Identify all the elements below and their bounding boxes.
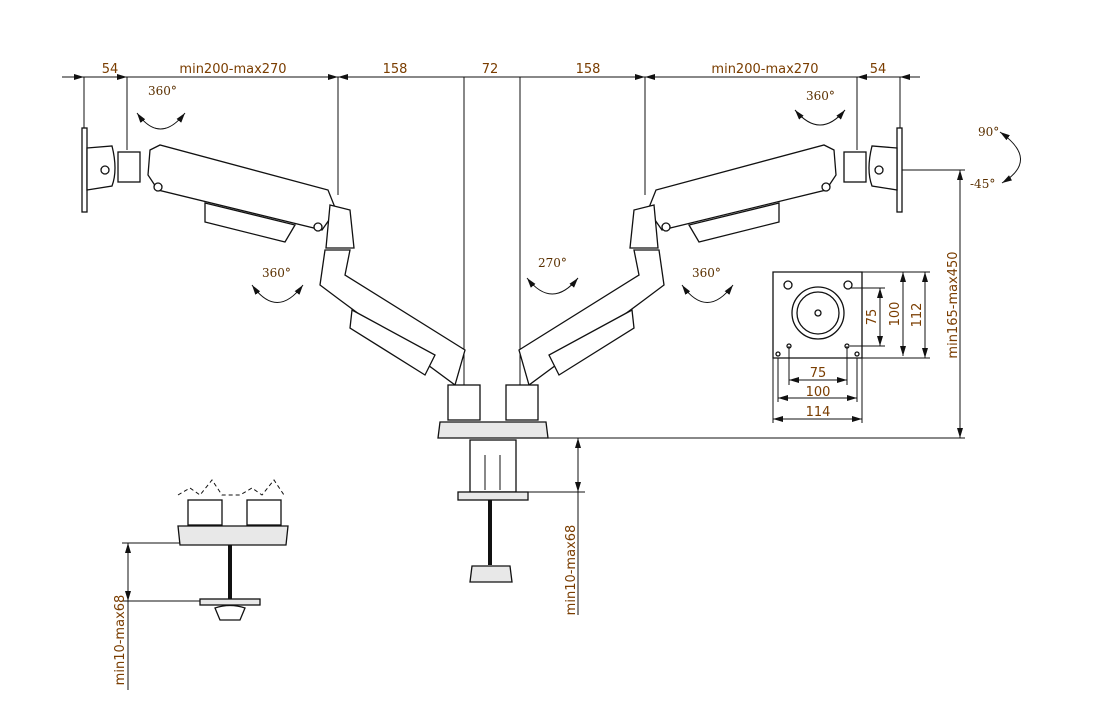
height-dimension [546, 169, 965, 439]
right-vesa-head [843, 127, 903, 213]
dim-left-head: 54 [102, 62, 119, 77]
vesa-vertical-75: 75 [865, 309, 880, 326]
dim-right-lower-arm: 158 [576, 62, 601, 77]
left-lower-arm [319, 249, 466, 387]
rotation-left-arm: 360° [262, 266, 291, 280]
rotation-right-arm: 360° [692, 266, 721, 280]
height-range-label: min165-max450 [946, 251, 961, 358]
right-lower-arm [518, 249, 665, 387]
grommet-mount [122, 479, 289, 690]
tilt-up: 90° [978, 125, 999, 139]
top-dimension-line [62, 74, 920, 400]
dim-right-head: 54 [870, 62, 887, 77]
left-vesa-head [81, 127, 141, 213]
rotation-left-head: 360° [148, 84, 177, 98]
right-upper-arm [629, 144, 837, 249]
tilt-down: -45° [970, 177, 995, 191]
vesa-horizontal-114: 114 [806, 405, 831, 420]
clamp-range-label: min10-max68 [564, 525, 579, 616]
vesa-vertical-100: 100 [888, 302, 903, 327]
rotation-arrows [136, 109, 1021, 303]
vesa-plate [772, 271, 930, 423]
rotation-right-head: 360° [806, 89, 835, 103]
vesa-horizontal-100: 100 [806, 385, 831, 400]
rotation-center: 270° [538, 256, 567, 270]
dim-right-upper-arm: min200-max270 [711, 62, 818, 77]
pole-and-base [437, 384, 549, 583]
grommet-range-label: min10-max68 [113, 595, 128, 686]
dim-left-upper-arm: min200-max270 [179, 62, 286, 77]
dim-pole: 72 [482, 62, 499, 77]
vesa-horizontal-75: 75 [810, 366, 827, 381]
dim-left-lower-arm: 158 [383, 62, 408, 77]
clamp-dimension [528, 438, 585, 615]
vesa-vertical-112: 112 [910, 303, 925, 328]
left-upper-arm [147, 144, 355, 249]
